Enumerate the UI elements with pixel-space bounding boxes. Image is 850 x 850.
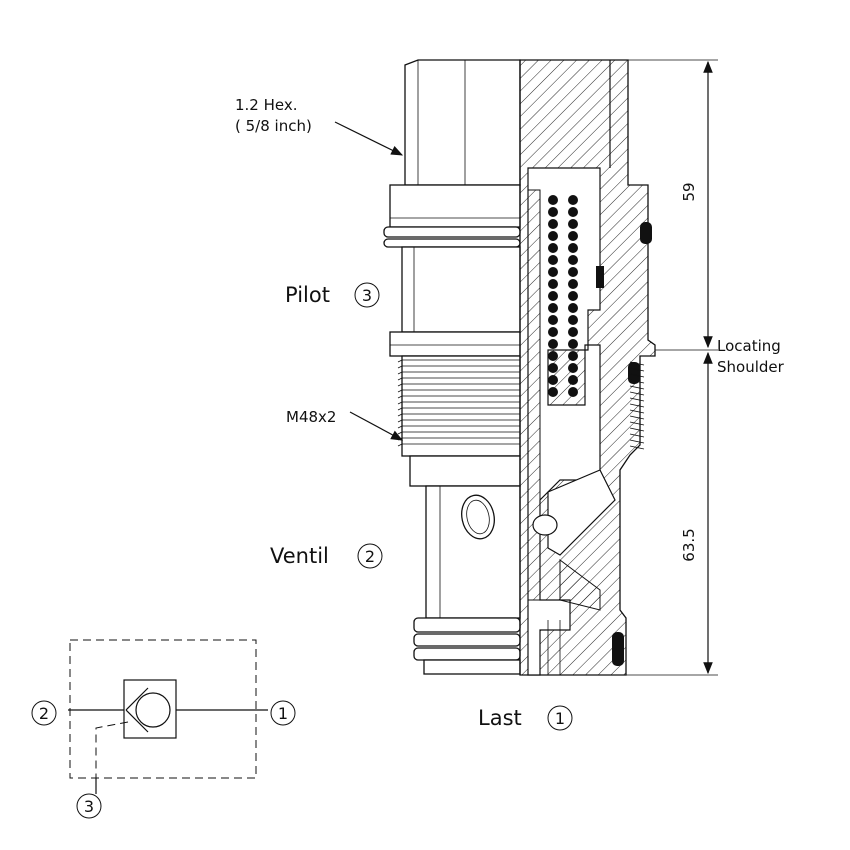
locating-shoulder-label-1: Locating [717,337,781,355]
dimension-lines [626,59,718,676]
cartridge-section [519,59,656,676]
dimension-lower: 63.5 [680,528,698,561]
thread-leader-arrow [349,411,404,441]
cartridge-exterior [383,59,521,675]
check-valve-ball-icon [135,692,171,728]
schematic-port-right-circle [270,700,296,726]
pilot-port-number: 3 [362,286,372,305]
dimension-upper: 59 [680,182,698,201]
schematic-port-left: 2 [39,704,49,723]
thread-label: M48x2 [286,408,336,426]
ventil-label: Ventil [270,544,329,568]
schematic-port-bottom-circle [76,793,102,819]
pilot-label: Pilot [285,283,330,307]
hex-size-label-2: ( 5/8 inch) [235,117,312,135]
schematic-port-left-circle [31,700,57,726]
hex-leader-arrow [334,121,404,156]
schematic-port-bottom: 3 [84,797,94,816]
hydraulic-symbol [68,639,268,794]
hex-size-label-1: 1.2 Hex. [235,96,298,114]
spring-coils [548,195,578,397]
last-port-circle [547,705,573,731]
locating-shoulder-label-2: Shoulder [717,358,785,376]
last-port-number: 1 [555,709,565,728]
ventil-port-number: 2 [365,547,375,566]
section-thread-lines [629,361,645,450]
pilot-port-circle [354,282,380,308]
ventil-port-circle [357,543,383,569]
last-label: Last [478,706,522,730]
schematic-port-right: 1 [278,704,288,723]
